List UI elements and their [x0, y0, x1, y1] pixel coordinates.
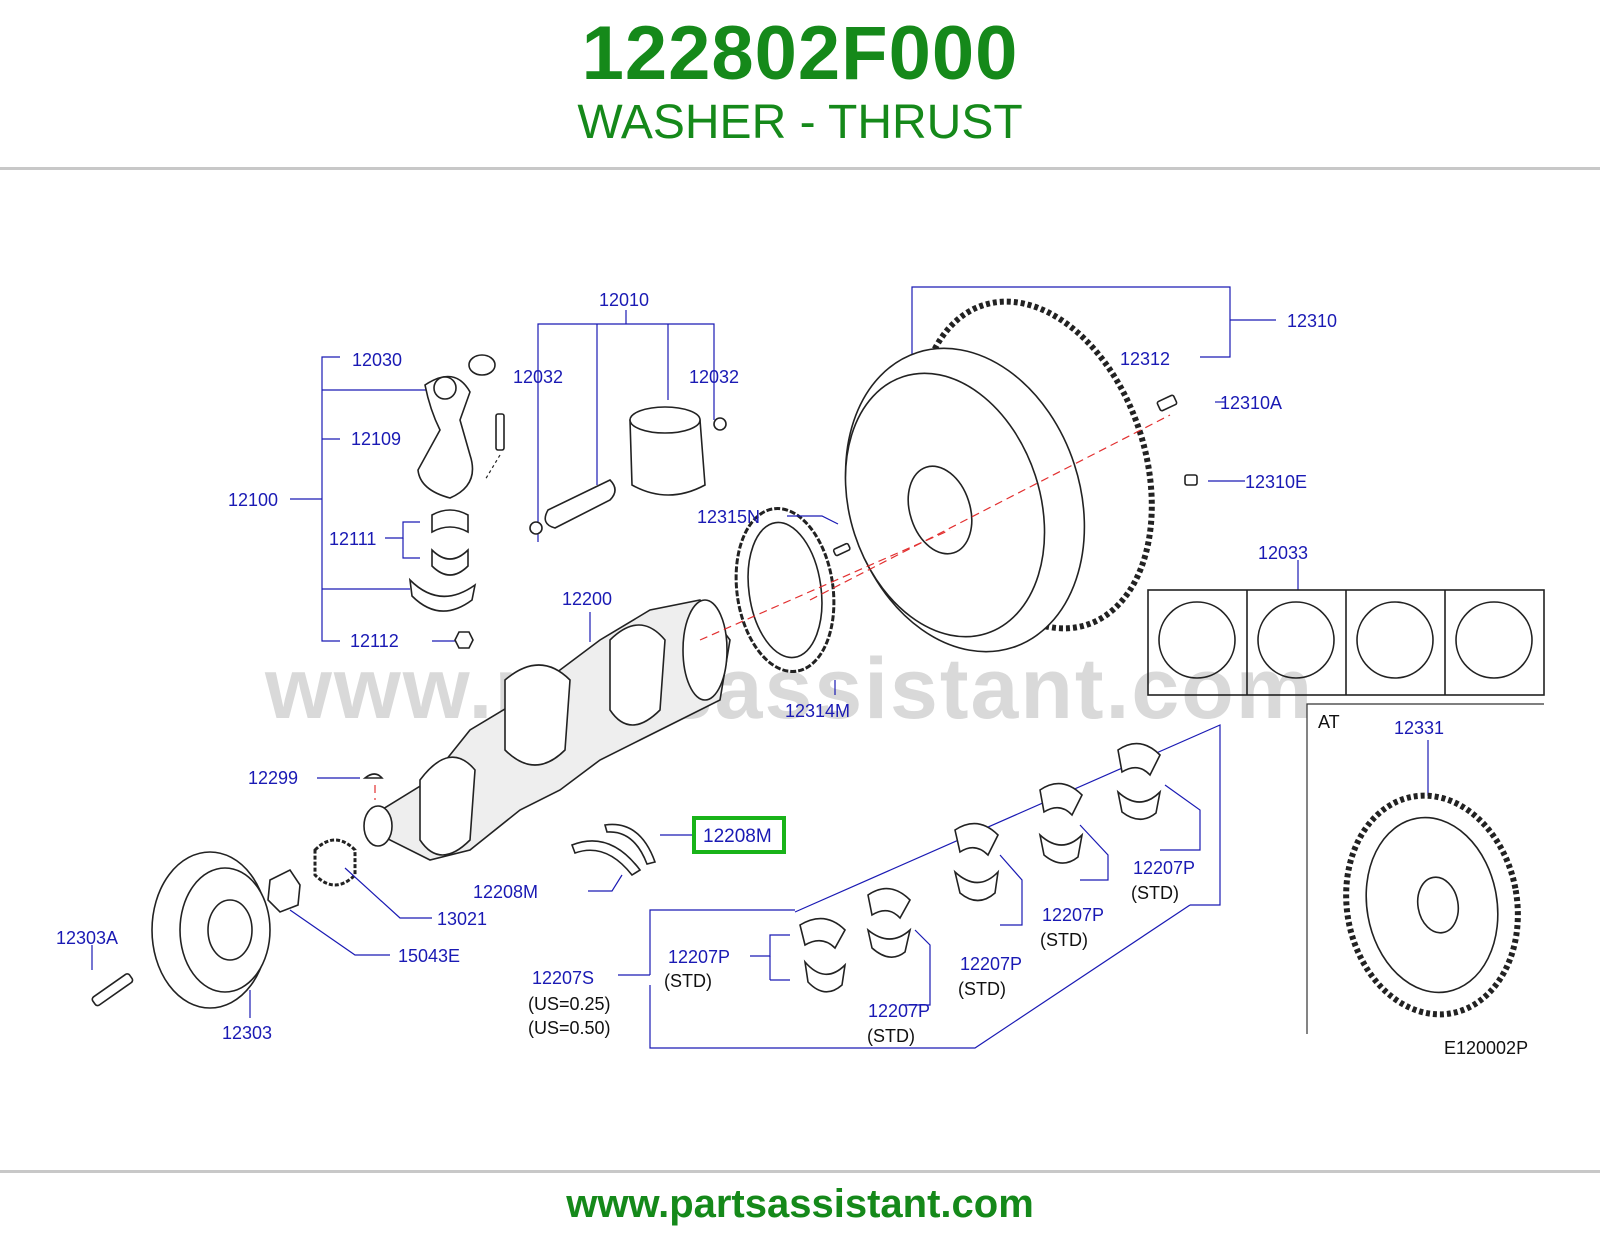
- part-number: 122802F000: [581, 11, 1019, 96]
- rod-nut: [454, 631, 474, 649]
- main-bearing-shell: [1038, 832, 1084, 864]
- thrust-washer: [603, 823, 657, 865]
- label-13021[interactable]: 13021: [437, 909, 487, 929]
- footer-divider: [0, 1170, 1600, 1173]
- label-12111[interactable]: 12111: [329, 529, 376, 549]
- main-bearing-group: [618, 724, 1221, 1049]
- label-12100[interactable]: 12100: [228, 490, 278, 510]
- main-bearing-shell: [1039, 782, 1083, 817]
- main-bearing-shell: [866, 927, 912, 958]
- parts-diagram: www.partsassistant.com: [0, 170, 1600, 1168]
- label-12310A[interactable]: 12310A: [1220, 393, 1282, 413]
- timing-sprocket: [313, 838, 357, 887]
- label-15043E[interactable]: 15043E: [398, 946, 460, 966]
- label-12207P-1[interactable]: 12207P: [668, 947, 730, 967]
- connecting-rod: [417, 375, 474, 499]
- label-us025: (US=0.25): [528, 994, 611, 1014]
- label-12312[interactable]: 12312: [1120, 349, 1170, 369]
- highlighted-part-label-box[interactable]: [692, 816, 786, 854]
- main-bearing-shell: [954, 822, 999, 857]
- label-std-5: (STD): [1131, 883, 1179, 903]
- label-12303[interactable]: 12303: [222, 1023, 272, 1043]
- header: 122802F000 WASHER - THRUST: [0, 0, 1600, 168]
- label-12109[interactable]: 12109: [351, 429, 401, 449]
- at-drive-plate: [1306, 703, 1544, 1034]
- bushing: [468, 354, 496, 376]
- crank-key-washer: [267, 868, 301, 913]
- main-bearing-shell: [1117, 742, 1161, 777]
- label-12315N[interactable]: 12315N: [697, 507, 760, 527]
- label-us050: (US=0.50): [528, 1018, 611, 1038]
- label-12207S[interactable]: 12207S: [532, 968, 594, 988]
- label-12112[interactable]: 12112: [350, 631, 399, 651]
- label-12299[interactable]: 12299: [248, 768, 298, 788]
- diagram-code: E120002P: [1444, 1038, 1528, 1058]
- label-12030[interactable]: 12030: [352, 350, 402, 370]
- pulley-bolt: [91, 973, 134, 1007]
- main-bearing-shell: [803, 959, 847, 993]
- flywheel: [699, 286, 1276, 653]
- pin-clip: [713, 417, 727, 431]
- piston-rings: [1147, 560, 1545, 696]
- connecting-rod-group: [290, 354, 505, 649]
- label-12310[interactable]: 12310: [1287, 311, 1337, 331]
- footer-url[interactable]: www.partsassistant.com: [566, 1182, 1034, 1226]
- label-12207P-5[interactable]: 12207P: [1133, 858, 1195, 878]
- thrust-washer: [570, 840, 642, 877]
- label-12032-right[interactable]: 12032: [689, 367, 739, 387]
- label-12208M[interactable]: 12208M: [473, 882, 538, 902]
- pin-clip: [529, 521, 543, 535]
- label-12200[interactable]: 12200: [562, 589, 612, 609]
- header-divider: [0, 167, 1600, 170]
- rod-cap: [408, 577, 477, 612]
- label-12033[interactable]: 12033: [1258, 543, 1308, 563]
- main-bearing-shell: [799, 917, 846, 950]
- signal-plate: [734, 507, 851, 695]
- piston-ring-set: [1455, 601, 1533, 679]
- piston-ring-set: [1257, 601, 1335, 679]
- rod-bolt: [495, 413, 505, 451]
- main-bearing-shell: [1116, 789, 1162, 821]
- label-12314M[interactable]: 12314M: [785, 701, 850, 721]
- flywheel-dowel: [1184, 474, 1198, 486]
- label-12010[interactable]: 12010: [599, 290, 649, 310]
- label-12032-left[interactable]: 12032: [513, 367, 563, 387]
- label-std-2: (STD): [867, 1026, 915, 1046]
- signal-plate-bolt: [832, 542, 851, 557]
- piston-pin: [544, 479, 616, 529]
- highlighted-part-label[interactable]: 12208M: [703, 826, 772, 847]
- label-12331[interactable]: 12331: [1394, 718, 1444, 738]
- parts-diagram-svg: www.partsassistant.com: [56, 286, 1545, 1058]
- label-std-3: (STD): [958, 979, 1006, 999]
- woodruff-key: [362, 773, 384, 779]
- label-12207P-2[interactable]: 12207P: [868, 1001, 930, 1021]
- crankshaft: [363, 599, 731, 861]
- main-bearing-shell: [867, 887, 911, 920]
- piston-ring-set: [1158, 601, 1236, 679]
- label-12207P-4[interactable]: 12207P: [1042, 905, 1104, 925]
- rod-bearing-upper: [431, 509, 469, 534]
- piston-group: [529, 310, 727, 542]
- pulley-group: [91, 838, 432, 1018]
- label-12310E[interactable]: 12310E: [1245, 472, 1307, 492]
- main-bearing-shell: [953, 869, 1000, 902]
- label-12207P-3[interactable]: 12207P: [960, 954, 1022, 974]
- label-std-4: (STD): [1040, 930, 1088, 950]
- part-name: WASHER - THRUST: [577, 96, 1023, 149]
- label-12303A[interactable]: 12303A: [56, 928, 118, 948]
- flywheel-bolt: [1156, 394, 1178, 412]
- label-at: AT: [1318, 712, 1340, 732]
- thrust-washer-group: [570, 816, 786, 892]
- label-std-1: (STD): [664, 971, 712, 991]
- rod-bearing-lower: [431, 548, 469, 576]
- piston-ring-set: [1356, 601, 1434, 679]
